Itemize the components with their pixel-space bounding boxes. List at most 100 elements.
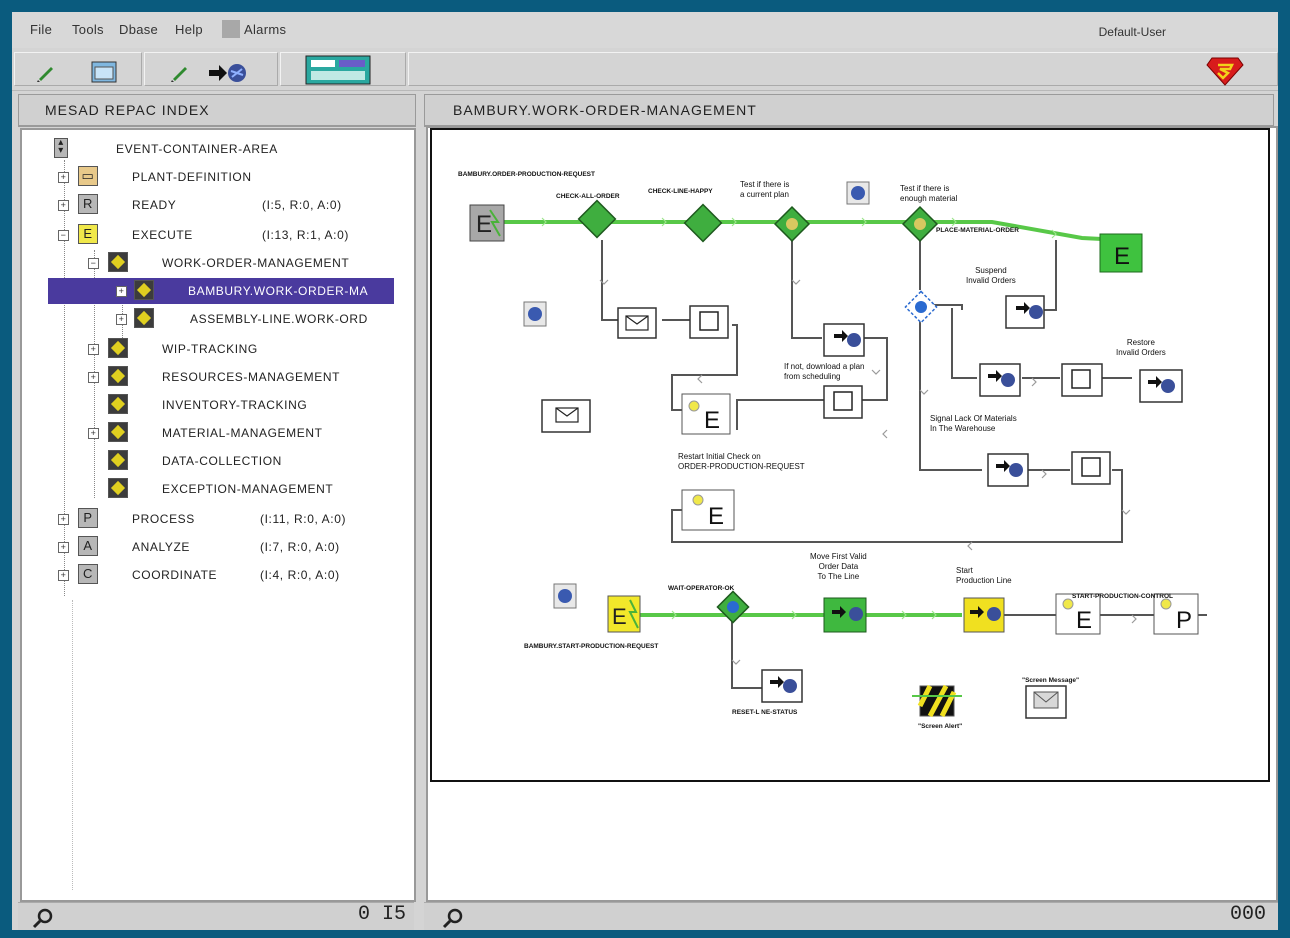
diagram-label: Start Production Line [956,566,1012,585]
expand-icon[interactable]: + [58,514,69,525]
edit-icon[interactable] [35,61,57,83]
toolbar-group-1 [14,52,142,86]
diagram-label: WAIT-OPERATOR-OK [668,585,735,592]
tree-item-analyze[interactable]: + A ANALYZE (I:7, R:0, A:0) [22,534,414,560]
tree-item-label: WORK-ORDER-MANAGEMENT [162,256,350,270]
workspace-icon [108,478,128,498]
workspace-icon [134,308,154,328]
right-panel-header: BAMBURY.WORK-ORDER-MANAGEMENT [424,94,1274,127]
workflow-diagram: E E [430,128,1270,782]
index-tree: ▴▾ EVENT-CONTAINER-AREA + ▭ PLANT-DEFINI… [20,128,416,902]
workspace-title: BAMBURY.WORK-ORDER-MANAGEMENT [453,102,757,118]
letter-r-icon: R [78,194,98,214]
tree-item-label: PLANT-DEFINITION [132,170,252,184]
collapse-icon[interactable]: ▴▾ [54,138,68,158]
collapse-icon[interactable]: − [88,258,99,269]
toolbar-group-3 [280,52,406,86]
tree-item-bambury-work-order[interactable]: + BAMBURY.WORK-ORDER-MA [48,278,394,304]
toolbar-group-2 [144,52,278,86]
right-status-count: 000 [1229,903,1266,926]
tree-item-wip-tracking[interactable]: + WIP-TRACKING [22,336,414,362]
workspace-icon [108,366,128,386]
svg-text:E: E [1114,243,1130,270]
tree-item-execute[interactable]: − E EXECUTE (I:13, R:1, A:0) [22,222,414,248]
diagram-label: "Screen Alert" [918,723,963,730]
menu-bar: File Tools Dbase Help Alarms Default-Use… [12,12,1278,48]
magnifier-icon[interactable] [442,907,464,930]
folder-icon: ▭ [78,166,98,186]
svg-text:E: E [476,211,492,238]
tree-item-stats: (I:7, R:0, A:0) [260,540,340,554]
expand-icon[interactable]: + [88,428,99,439]
tree-item-inventory-tracking[interactable]: INVENTORY-TRACKING [22,392,414,418]
tree-item-data-collection[interactable]: DATA-COLLECTION [22,448,414,474]
expand-icon[interactable]: + [58,172,69,183]
diagram-label: Restore Invalid Orders [1116,338,1166,357]
tree-item-stats: (I:5, R:0, A:0) [262,198,342,212]
diagram-label: If not, download a plan from scheduling [784,362,865,381]
menu-file[interactable]: File [30,22,53,37]
menu-dbase[interactable]: Dbase [119,22,159,37]
expand-icon[interactable]: + [88,344,99,355]
current-user: Default-User [1098,25,1166,39]
workspace-icon [108,252,128,272]
diagram-label: START-PRODUCTION-CONTROL [1072,593,1173,600]
send-icon[interactable] [207,61,247,85]
svg-text:E: E [612,604,627,629]
diagram-label: RESET-L NE-STATUS [732,709,798,716]
tree-guide [72,600,74,890]
edit-icon-2[interactable] [169,61,191,83]
expand-icon[interactable]: + [58,542,69,553]
tree-item-plant-definition[interactable]: + ▭ PLANT-DEFINITION [22,164,414,190]
workflow-graph: E E [469,181,1207,719]
window-icon[interactable] [91,61,117,83]
expand-icon[interactable]: + [58,570,69,581]
application-window: File Tools Dbase Help Alarms Default-Use… [12,12,1278,930]
tree-item-resources-management[interactable]: + RESOURCES-MANAGEMENT [22,364,414,390]
diagram-label: Signal Lack Of Materials In The Warehous… [930,414,1017,433]
expand-icon[interactable]: + [116,314,127,325]
letter-a-icon: A [78,536,98,556]
workspace-icon [108,394,128,414]
left-panel-title: MESAD REPAC INDEX [45,102,210,118]
tree-item-process[interactable]: + P PROCESS (I:11, R:0, A:0) [22,506,414,532]
letter-c-icon: C [78,564,98,584]
left-panel-header: MESAD REPAC INDEX [18,94,416,127]
menu-alarms[interactable]: Alarms [244,22,287,37]
tree-item-assembly-line[interactable]: + ASSEMBLY-LINE.WORK-ORD [48,306,394,332]
tree-item-event-container-area[interactable]: ▴▾ EVENT-CONTAINER-AREA [22,136,414,162]
left-status-count: 0 I5 [357,903,406,926]
workspace-icon [108,338,128,358]
right-status-bar: 000 [424,902,1278,930]
panel-icon[interactable] [305,55,371,85]
tree-item-label: PROCESS [132,512,195,526]
tree-item-label: BAMBURY.WORK-ORDER-MA [188,284,369,298]
tree-item-stats: (I:13, R:1, A:0) [262,228,349,242]
collapse-icon[interactable]: − [58,230,69,241]
tree-item-label: READY [132,198,177,212]
tree-item-label: INVENTORY-TRACKING [162,398,308,412]
tree-item-label: ANALYZE [132,540,190,554]
menu-help[interactable]: Help [175,22,203,37]
diagram-label: Test if there is enough material [900,184,958,203]
expand-icon[interactable]: + [116,286,127,297]
magnifier-icon[interactable] [32,907,54,930]
tree-item-material-management[interactable]: + MATERIAL-MANAGEMENT [22,420,414,446]
tree-item-label: COORDINATE [132,568,218,582]
tree-guide [64,160,65,596]
tree-item-coordinate[interactable]: + C COORDINATE (I:4, R:0, A:0) [22,562,414,588]
diagram-label: Suspend Invalid Orders [966,266,1016,285]
expand-icon[interactable]: + [58,200,69,211]
tree-item-label: RESOURCES-MANAGEMENT [162,370,341,384]
svg-text:E: E [1076,607,1092,634]
tree-item-stats: (I:4, R:0, A:0) [260,568,340,582]
tree-item-label: EXCEPTION-MANAGEMENT [162,482,334,496]
menu-tools[interactable]: Tools [72,22,104,37]
expand-icon[interactable]: + [88,372,99,383]
tree-item-work-order-management[interactable]: − WORK-ORDER-MANAGEMENT [22,250,414,276]
toolbar [12,50,1278,91]
letter-e-icon: E [78,224,98,244]
alarm-indicator[interactable] [222,20,240,38]
tree-item-exception-management[interactable]: EXCEPTION-MANAGEMENT [22,476,414,502]
tree-item-ready[interactable]: + R READY (I:5, R:0, A:0) [22,192,414,218]
